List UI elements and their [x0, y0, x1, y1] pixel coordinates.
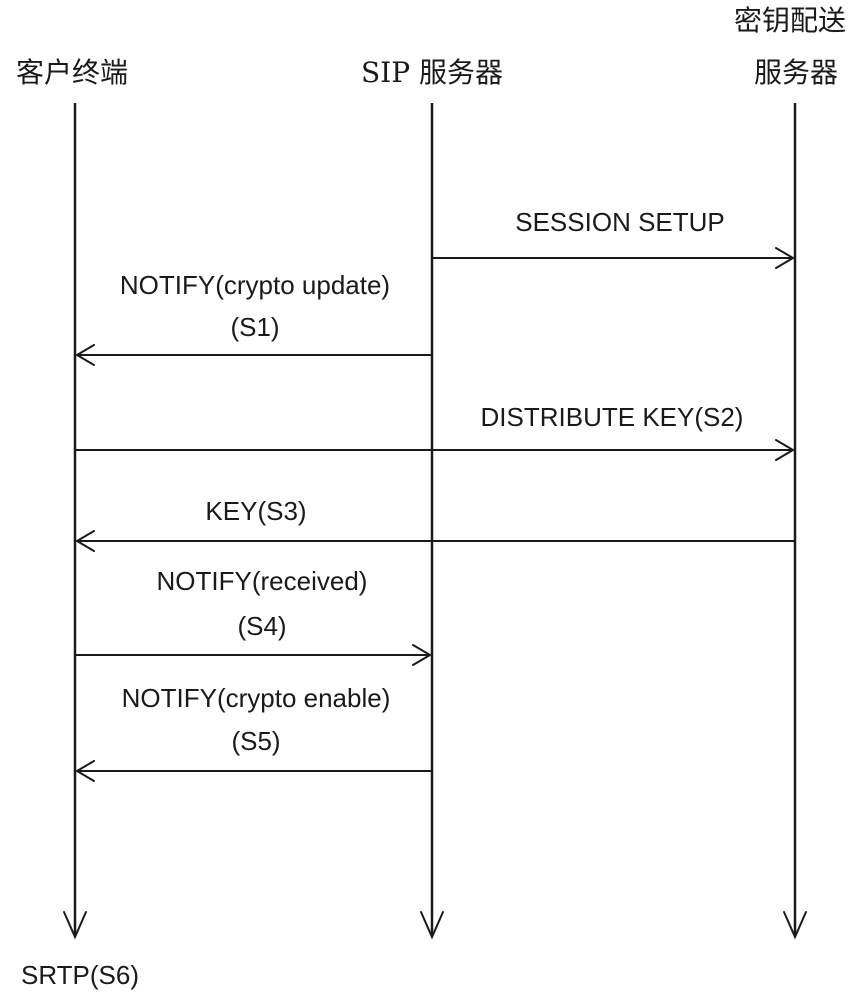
message-label-s5-line1: NOTIFY(crypto enable): [122, 683, 391, 713]
message-label-s5-line2: (S5): [231, 726, 280, 756]
actor-label-client: 客户终端: [16, 56, 128, 89]
actor-label-sip: SIP 服务器: [361, 56, 503, 89]
message-s2: DISTRIBUTE KEY(S2): [75, 402, 795, 461]
message-session-setup: SESSION SETUP: [432, 207, 795, 269]
message-label-s2: DISTRIBUTE KEY(S2): [481, 402, 744, 432]
lifeline-client: [63, 103, 87, 940]
message-s3: KEY(S3): [75, 496, 795, 552]
message-label-s1-line2: (S1): [230, 312, 279, 342]
message-s5: NOTIFY(crypto enable) (S5): [75, 683, 432, 782]
message-label-s4-line2: (S4): [237, 611, 286, 641]
lifeline-kds: [783, 103, 807, 940]
message-label-s1-line1: NOTIFY(crypto update): [120, 270, 390, 300]
lifeline-sip: [420, 103, 444, 940]
actor-label-kds-line2: 服务器: [754, 56, 838, 89]
message-s4: NOTIFY(received) (S4): [75, 566, 432, 666]
message-label-session-setup: SESSION SETUP: [515, 207, 725, 237]
message-s1: NOTIFY(crypto update) (S1): [75, 270, 432, 366]
message-label-s3: KEY(S3): [205, 496, 306, 526]
final-note-srtp: SRTP(S6): [21, 960, 139, 990]
message-label-s4-line1: NOTIFY(received): [157, 566, 368, 596]
actor-label-kds-line1: 密钥配送: [734, 4, 846, 37]
